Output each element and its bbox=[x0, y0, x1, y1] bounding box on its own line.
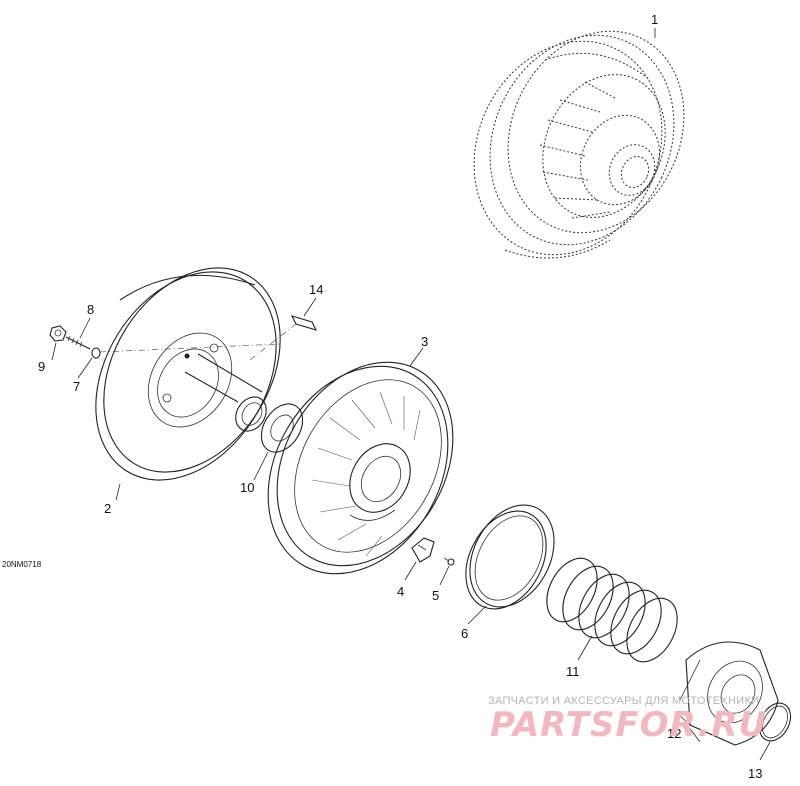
watermark: ЗАПЧАСТИ И АКСЕССУАРЫ ДЛЯ МОТОТЕХНИКИ PA… bbox=[488, 695, 767, 745]
part-2-fixed-sheave bbox=[95, 267, 281, 481]
callout-3: 3 bbox=[421, 334, 428, 349]
callout-14: 14 bbox=[309, 282, 323, 297]
part-13-circlip bbox=[758, 702, 792, 742]
callout-12: 12 bbox=[667, 726, 681, 741]
callout-8: 8 bbox=[87, 302, 94, 317]
part-14-key bbox=[290, 315, 318, 331]
callout-9: 9 bbox=[38, 359, 45, 374]
part-5-screw bbox=[443, 557, 455, 566]
callout-11: 11 bbox=[566, 664, 580, 679]
callout-5: 5 bbox=[432, 588, 439, 603]
callout-numbers: 1 2 3 4 5 6 7 8 9 10 11 12 13 14 bbox=[38, 12, 762, 781]
callout-1: 1 bbox=[651, 12, 658, 27]
watermark-tagline: ЗАПЧАСТИ И АКСЕССУАРЫ ДЛЯ МОТОТЕХНИКИ bbox=[488, 695, 759, 707]
part-3-sliding-sheave bbox=[267, 361, 454, 575]
watermark-brand: PARTSFOR.RU bbox=[490, 705, 767, 745]
part-8-stud bbox=[65, 335, 91, 350]
leader-lines bbox=[51, 28, 771, 761]
part-1-driven-pulley-assembly bbox=[473, 30, 685, 259]
part-4-slider-shoe bbox=[411, 537, 435, 563]
part-7-washer bbox=[91, 347, 101, 359]
drawing-code: 20NM0718 bbox=[2, 560, 42, 569]
part-10-washer bbox=[260, 403, 304, 453]
callout-7: 7 bbox=[73, 379, 80, 394]
callout-2: 2 bbox=[104, 501, 111, 516]
assembly-axis-line bbox=[99, 323, 297, 361]
part-9-nut bbox=[49, 325, 67, 342]
callout-10: 10 bbox=[240, 480, 254, 495]
callout-13: 13 bbox=[748, 766, 762, 781]
part-12-cam bbox=[675, 641, 779, 746]
callout-4: 4 bbox=[397, 584, 404, 599]
part-6-ring bbox=[465, 504, 555, 610]
part-11-spring bbox=[546, 557, 678, 663]
callout-6: 6 bbox=[461, 626, 468, 641]
